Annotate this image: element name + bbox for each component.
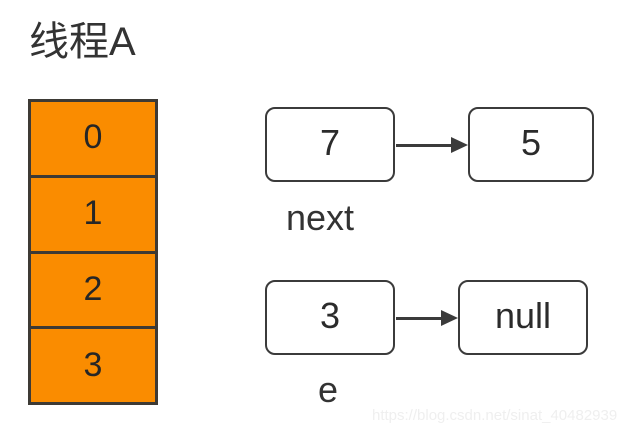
node-value: 3 (319, 295, 341, 336)
arrow-line (396, 144, 453, 147)
arrow-head (451, 137, 468, 153)
bucket-cell-label: 0 (83, 118, 103, 157)
arrow-line (396, 317, 443, 320)
arrow-head (441, 310, 458, 326)
hash-bucket-array: 0 1 2 3 (28, 99, 158, 405)
bucket-cell-label: 1 (83, 194, 103, 233)
bucket-cell-3: 3 (31, 329, 155, 402)
arrow-right-icon (396, 310, 458, 326)
node-value: 7 (319, 122, 341, 163)
field-caption-e: e (318, 369, 339, 410)
bucket-cell-label: 3 (83, 345, 103, 384)
arrow-right-icon (396, 137, 468, 153)
node-value: 5 (520, 122, 542, 163)
watermark: https://blog.csdn.net/sinat_40482939 (372, 407, 618, 424)
bucket-cell-1: 1 (31, 177, 155, 254)
page-title: 线程A (29, 20, 136, 64)
node-value: null (494, 295, 552, 336)
node-box-tail-e: null (458, 280, 588, 355)
node-box-head-next: 7 (265, 107, 395, 182)
bucket-cell-2: 2 (31, 253, 155, 330)
node-box-head-e: 3 (265, 280, 395, 355)
field-caption-next: next (286, 197, 355, 238)
node-box-tail-next: 5 (468, 107, 594, 182)
bucket-cell-0: 0 (31, 102, 155, 178)
bucket-cell-label: 2 (83, 269, 103, 308)
